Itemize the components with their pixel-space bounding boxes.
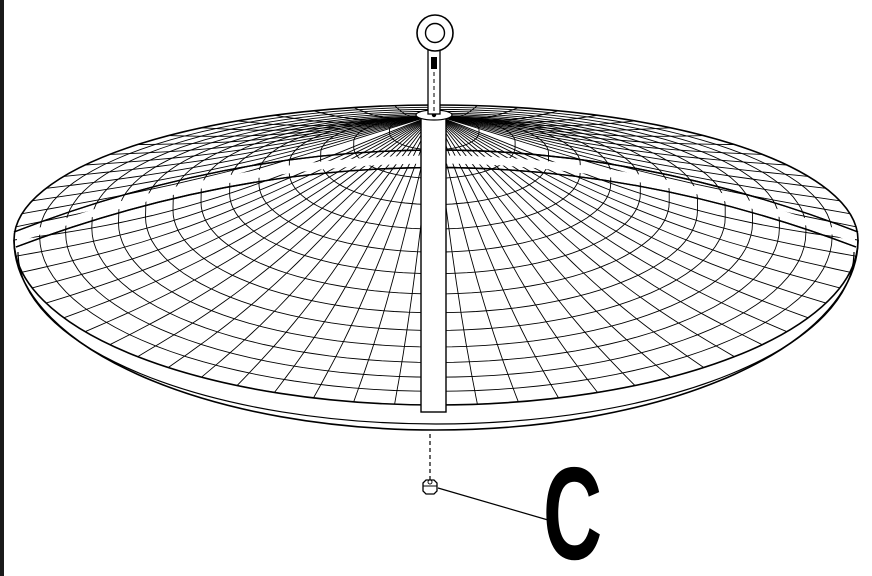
callout-label-c: C	[543, 440, 603, 576]
mesh-ring	[172, 115, 698, 314]
eyebolt-icon	[416, 14, 454, 115]
rim-ring	[13, 239, 859, 431]
mesh-ring	[118, 112, 753, 348]
mesh-spoke	[63, 114, 435, 319]
mesh-spoke	[433, 114, 857, 228]
rim-ring-inner	[17, 251, 855, 425]
mesh-ring	[145, 114, 726, 331]
dome-outline	[13, 104, 859, 406]
mesh-ring	[353, 115, 516, 179]
mesh-ring	[200, 116, 670, 295]
dome-mesh	[14, 105, 858, 405]
nut-icon	[422, 479, 438, 495]
callout-leader-line	[437, 487, 549, 521]
mesh-ring	[65, 108, 807, 378]
left-edge-bar	[0, 0, 4, 576]
support-strap-vertical	[420, 111, 447, 413]
mesh-ring	[91, 110, 780, 363]
